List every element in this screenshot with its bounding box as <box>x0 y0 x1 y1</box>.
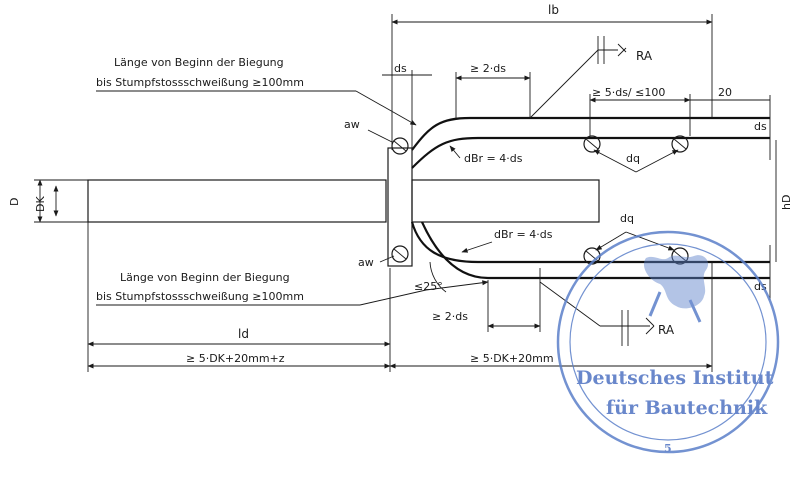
stamp-line1: Deutsches Institut <box>576 367 774 389</box>
label-aw-bottom: aw <box>358 256 374 269</box>
label-dq-top: dq <box>626 152 640 165</box>
bear-emblem <box>643 255 709 323</box>
label-D: D <box>8 198 21 206</box>
labels: lb ds ≥ 2·ds RA ≥ 5·ds/ ≤100 20 ds aw dB… <box>8 3 793 365</box>
label-dq-bottom: dq <box>620 212 634 225</box>
welds <box>391 137 409 263</box>
end-plate <box>387 147 413 267</box>
label-hD: hD <box>780 195 793 210</box>
label-top-line1: Länge von Beginn der Biegung <box>114 56 284 69</box>
label-bottom-line1: Länge von Beginn der Biegung <box>120 271 290 284</box>
label-ra-top: RA <box>636 49 653 63</box>
stamp-number: 5 <box>664 442 672 455</box>
label-left-len: ≥ 5·DK+20mm+z <box>186 352 285 365</box>
label-lb: lb <box>548 3 559 17</box>
label-ra-bottom: RA <box>658 323 675 337</box>
label-2ds-top: ≥ 2·ds <box>470 62 506 75</box>
label-dbr-top: dBr = 4·ds <box>464 152 523 165</box>
label-DK: DK <box>34 196 47 212</box>
label-ds-right-top: ds <box>754 120 767 133</box>
leaders <box>96 36 679 346</box>
label-top-line2: bis Stumpfstossschweißung ≥100mm <box>96 76 304 89</box>
slab <box>87 147 600 267</box>
bent-bars <box>410 116 770 280</box>
label-bottom-line2: bis Stumpfstossschweißung ≥100mm <box>96 290 304 303</box>
dimensions <box>34 14 777 372</box>
stamp-line2: für Bautechnik <box>606 397 768 419</box>
label-right-len: ≥ 5·DK+20mm <box>470 352 554 365</box>
label-2ds-bottom: ≥ 2·ds <box>432 310 468 323</box>
label-ld: ld <box>238 327 249 341</box>
label-dbr-bottom: dBr = 4·ds <box>494 228 553 241</box>
label-ds-top: ds <box>394 62 407 75</box>
label-twenty: 20 <box>718 86 732 99</box>
label-spacing-top: ≥ 5·ds/ ≤100 <box>592 86 665 99</box>
dibt-stamp: Deutsches Institut für Bautechnik 5 <box>556 230 780 455</box>
label-angle: ≤25° <box>414 280 443 293</box>
weld-bottom <box>391 245 409 263</box>
label-aw-top: aw <box>344 118 360 131</box>
